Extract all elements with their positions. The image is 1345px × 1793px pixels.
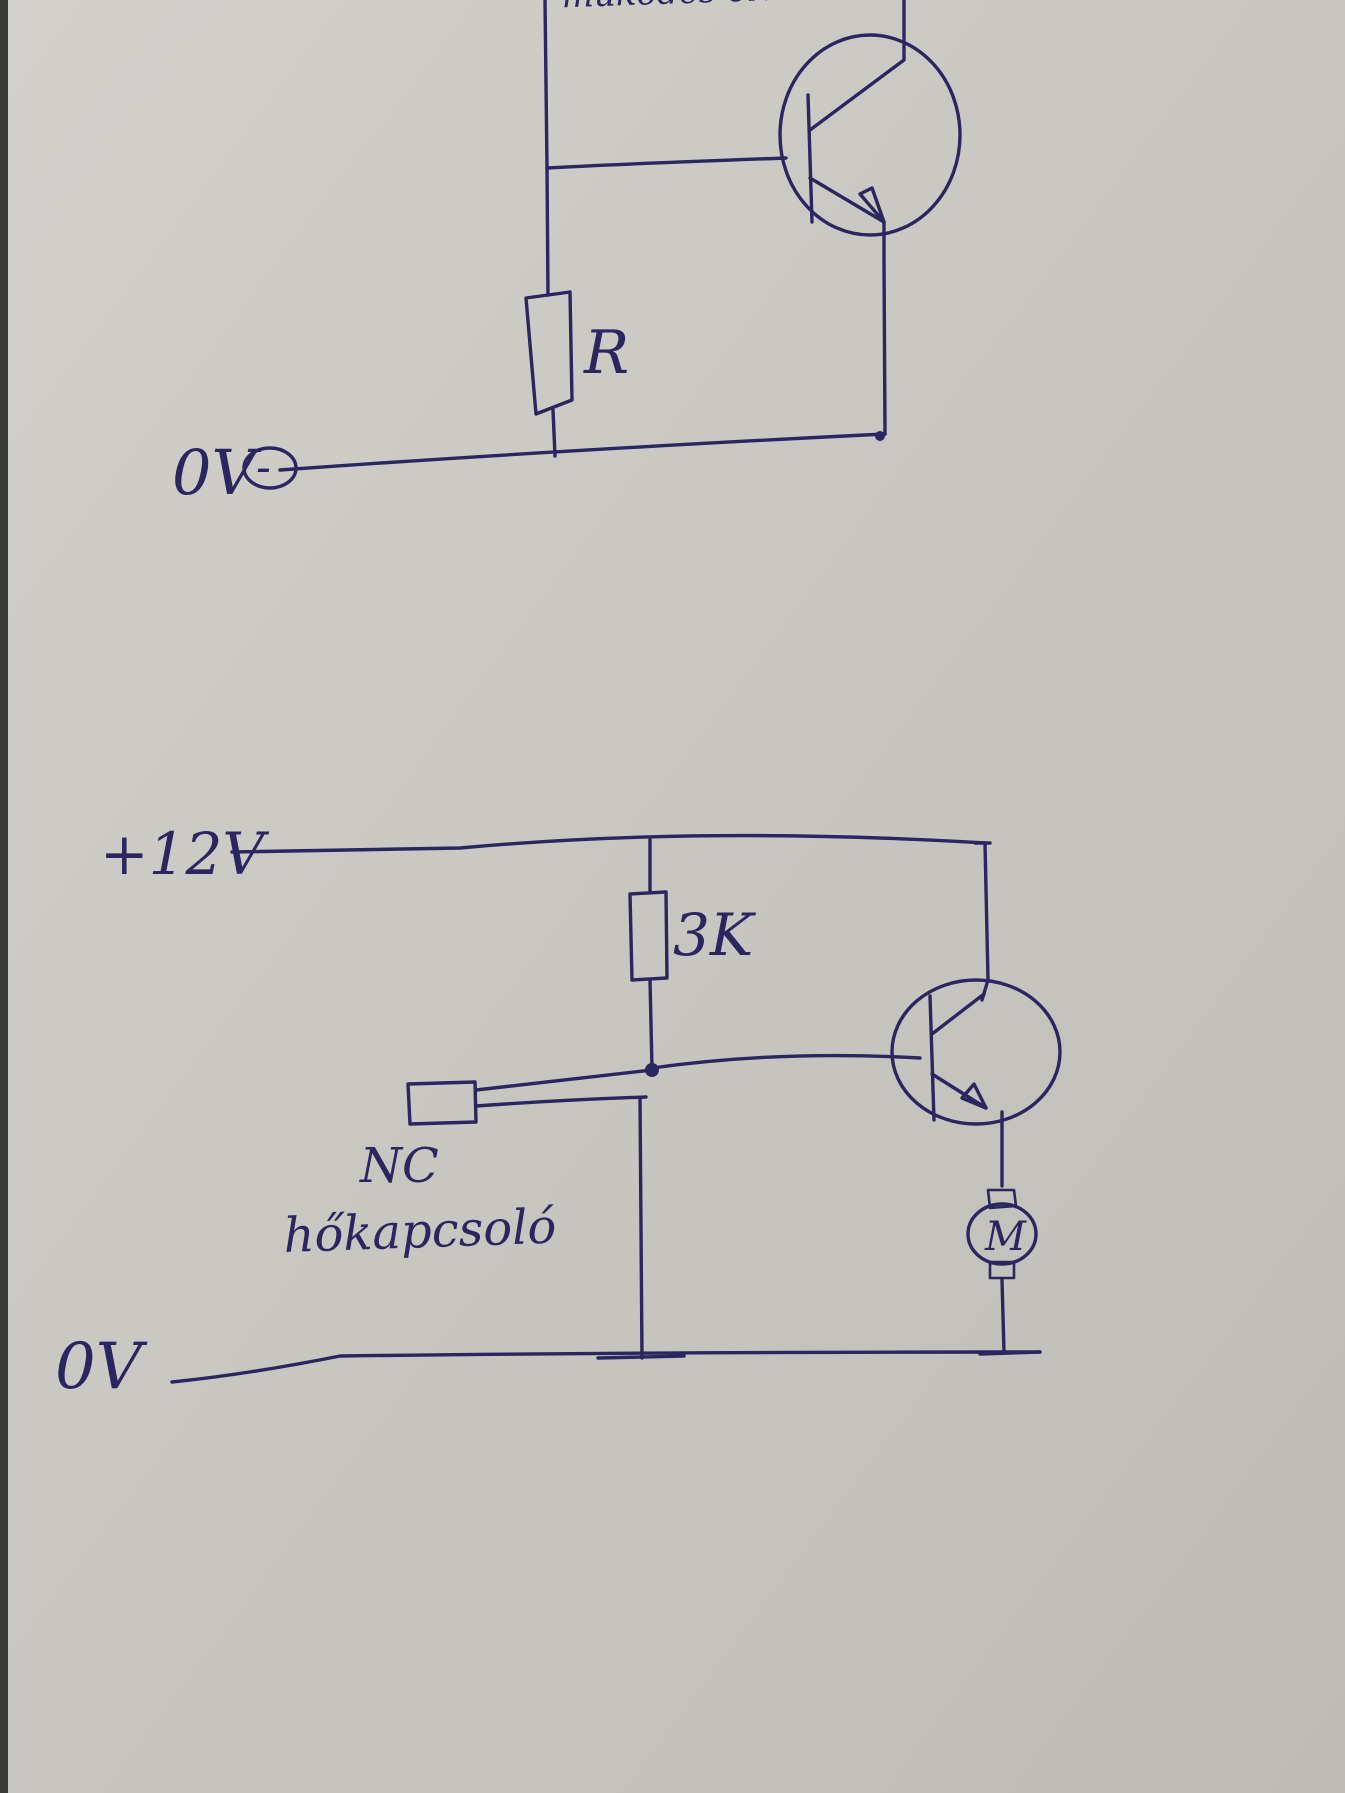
nc-thermal-switch	[406, 1068, 654, 1126]
top-ground-terminal-circle	[242, 446, 298, 490]
top-transistor-circle	[778, 33, 962, 237]
switch-ground-wire	[638, 1096, 644, 1360]
bottom-transistor-emitter	[930, 1072, 988, 1110]
ground-rail	[170, 1350, 1042, 1384]
motor-label: M	[984, 1214, 1027, 1260]
bottom-transistor-base-bar	[928, 994, 936, 1122]
top-resistor-label: R	[583, 318, 629, 388]
motor-circle	[966, 1202, 1038, 1266]
supply-rail	[230, 833, 987, 854]
paper-left-edge	[0, 0, 8, 1793]
motor-symbol: M	[966, 1188, 1038, 1280]
switch-body	[406, 1080, 478, 1126]
switch-ground-bar	[596, 1354, 686, 1360]
resistor-3k-body	[628, 890, 669, 982]
top-circuit: működés elve R 0V -	[172, 0, 962, 509]
top-emitter-wire	[882, 220, 887, 436]
top-resistor-body	[524, 290, 574, 416]
top-transistor-emitter-arrow	[858, 186, 886, 224]
top-ground-junction-dot	[875, 431, 885, 441]
top-ground-line	[278, 432, 887, 472]
supply-label: +12V	[100, 820, 269, 888]
top-transistor-collector	[808, 0, 906, 132]
resistor-3k-bottom-wire	[648, 978, 654, 1070]
bottom-transistor-collector	[930, 992, 986, 1036]
switch-label-name: hőkapcsoló	[283, 1199, 558, 1264]
top-transistor-emitter	[808, 176, 886, 224]
bottom-transistor-symbol	[890, 978, 1062, 1126]
bottom-circuit: +12V 3K NC hőkapcsoló	[55, 820, 1062, 1404]
switch-upper-lead	[474, 1068, 654, 1092]
top-transistor-base-bar	[806, 93, 814, 224]
motor-bottom-brush	[988, 1260, 1016, 1280]
bottom-transistor-circle	[890, 978, 1062, 1126]
top-ground-label: 0V	[172, 436, 262, 509]
top-transistor-symbol	[778, 0, 962, 237]
switch-lower-lead	[474, 1095, 648, 1108]
ground-label: 0V	[55, 1330, 148, 1404]
top-base-wire	[545, 156, 788, 170]
top-resistor-ground-wire	[551, 408, 557, 458]
switch-label-nc: NC	[359, 1138, 439, 1194]
resistor-3k-label: 3K	[673, 901, 757, 969]
bottom-transistor-emitter-arrow	[960, 1082, 988, 1110]
top-ground-terminal-sign: -	[256, 442, 271, 493]
base-wire	[650, 1053, 922, 1070]
motor-ground-wire	[1000, 1278, 1006, 1354]
